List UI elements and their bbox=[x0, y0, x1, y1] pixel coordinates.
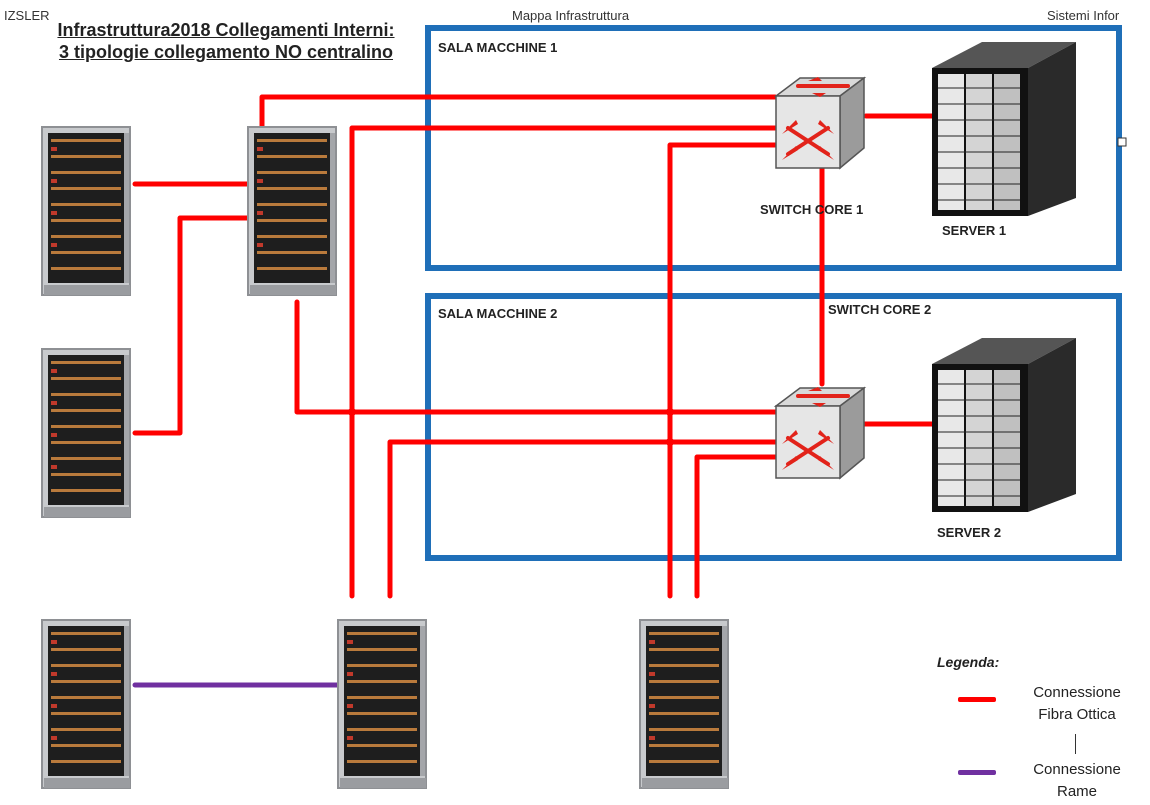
network-rack-icon bbox=[337, 619, 427, 789]
fiber-link-rack6-switch2 bbox=[694, 454, 778, 599]
header-left: IZSLER bbox=[4, 8, 50, 23]
network-rack-icon bbox=[41, 348, 131, 518]
server-2-icon bbox=[932, 338, 1076, 512]
room-label-1: SALA MACCHINE 1 bbox=[438, 40, 558, 55]
room-label-2: SALA MACCHINE 2 bbox=[438, 306, 558, 321]
switch-core-1-icon bbox=[773, 76, 867, 170]
header-right: Sistemi Infor bbox=[1047, 8, 1120, 23]
switch-core-2-icon bbox=[773, 386, 867, 480]
fiber-link-rack2-switch1-top bbox=[259, 94, 778, 131]
server-1-icon bbox=[932, 42, 1076, 216]
legend-divider bbox=[1075, 734, 1076, 754]
small-square-marker bbox=[1117, 137, 1127, 147]
fiber-link-rack5-switch1 bbox=[349, 125, 778, 599]
network-rack-icon bbox=[41, 126, 131, 296]
network-rack-icon bbox=[247, 126, 337, 296]
network-rack-icon bbox=[639, 619, 729, 789]
switch-core-2-label: SWITCH CORE 2 bbox=[828, 302, 932, 317]
server-2-label: SERVER 2 bbox=[937, 525, 1002, 540]
junction-dot bbox=[348, 408, 356, 416]
header-center: Mappa Infrastruttura bbox=[512, 8, 630, 23]
room-sala-macchine-1 bbox=[425, 25, 1122, 271]
server-1-label: SERVER 1 bbox=[942, 223, 1007, 238]
fiber-link-rack2-switch2 bbox=[294, 299, 778, 415]
legend-copper-swatch bbox=[958, 770, 996, 775]
diagram-title-line2: 3 tipologie collegamento NO centralino bbox=[58, 42, 394, 62]
junction-dot bbox=[666, 408, 674, 416]
legend-title: Legenda: bbox=[937, 654, 1000, 670]
legend-copper-label: Connessione Rame bbox=[1033, 761, 1121, 800]
legend-fiber-label: Connessione Fibra Ottica bbox=[1033, 684, 1121, 723]
legend-fiber-swatch bbox=[958, 697, 996, 702]
diagram-title-line1: Infrastruttura2018 Collegamenti Interni: bbox=[57, 20, 395, 40]
switch-core-1-label: SWITCH CORE 1 bbox=[760, 202, 864, 217]
room-sala-macchine-2 bbox=[425, 293, 1122, 561]
fiber-link-rack5-switch2 bbox=[387, 439, 778, 599]
junction-dot bbox=[666, 438, 674, 446]
fiber-link-rack3-rack2 bbox=[132, 215, 253, 436]
network-rack-icon bbox=[41, 619, 131, 789]
